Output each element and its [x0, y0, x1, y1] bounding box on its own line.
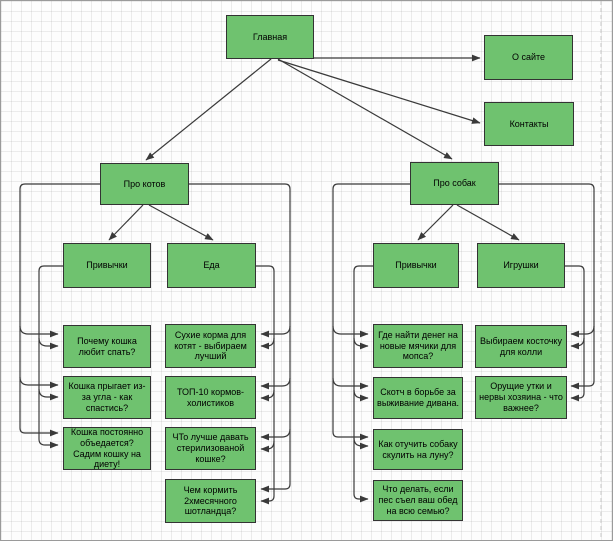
connector-eda-branch-1	[260, 337, 275, 350]
connector-koty-privychki-branch-1	[38, 337, 59, 350]
node-kot-post-2[interactable]: Кошка прыгает из-за угла - как спастись?	[63, 376, 151, 419]
node-kontakty[interactable]: Контакты	[484, 102, 574, 146]
connector-igrushki-trunk	[565, 265, 585, 402]
connector-kotov-branch-1	[19, 325, 59, 338]
node-pro-kotov[interactable]: Про котов	[100, 163, 189, 205]
node-label-sobaka-post-4: Что делать, если пес съел ваш обед на вс…	[378, 484, 458, 516]
node-label-koty-privychki: Привычки	[86, 260, 128, 271]
connector-sobaki-privychki-branch-3	[353, 437, 369, 450]
connector-sobak-branch-2	[332, 377, 369, 390]
connector-sobaki-privychki-branch-2	[353, 389, 369, 402]
connector-kotov-right-branch-1	[260, 325, 291, 338]
node-kot-post-3[interactable]: Кошка постоянно объедается? Садим кошку …	[63, 427, 151, 470]
connector-kotov-right-branch-3	[260, 428, 291, 441]
node-label-pro-kotov: Про котов	[123, 178, 166, 189]
node-sobaki-igrushki[interactable]: Игрушки	[477, 243, 565, 288]
connector-eda-branch-2	[260, 389, 275, 402]
connector-eda-trunk	[256, 265, 275, 505]
node-label-kot-post-2: Кошка прыгает из-за угла - как спастись?	[68, 381, 146, 413]
node-label-sobaka-post-1: Где найти денег на новые мячики для мопс…	[378, 329, 458, 362]
connector-eda-branch-3	[260, 440, 275, 453]
node-label-koty-eda: Еда	[203, 260, 220, 271]
node-label-eda-post-3: ЧТо лучше давать стерилизованой кошке?	[172, 432, 249, 464]
connector-koty-privychki-trunk	[38, 265, 63, 449]
node-eda-post-2[interactable]: ТОП-10 кормов-холистиков	[165, 376, 256, 419]
node-eda-post-1[interactable]: Сухие корма для котят - выбираем лучший	[165, 324, 256, 368]
connector-kotov-trunk-outer-right	[189, 183, 291, 493]
connector-koty-privychki-branch-2	[38, 388, 59, 401]
connector-sobak-branch-1	[332, 325, 369, 338]
node-label-sobaka-post-3: Как отучить собаку скулить на луну?	[378, 438, 458, 460]
node-eda-post-4[interactable]: Чем кормить 2хмесячного шотландца?	[165, 479, 256, 523]
node-sobaka-post-2[interactable]: Скотч в борьбе за выживание дивана.	[373, 377, 463, 419]
node-label-eda-post-2: ТОП-10 кормов-холистиков	[176, 386, 245, 408]
node-label-o-sajte: О сайте	[511, 52, 546, 63]
node-pro-sobak[interactable]: Про собак	[410, 162, 499, 205]
node-label-sobaki-igrushki: Игрушки	[503, 260, 539, 271]
node-koty-privychki[interactable]: Привычки	[63, 243, 151, 288]
node-sobaka-post-3[interactable]: Как отучить собаку скулить на луну?	[373, 429, 463, 470]
connector-kotov-right-branch-2	[260, 377, 291, 390]
node-label-igrushki-post-1: Выбираем косточку для колли	[480, 335, 562, 357]
connector-sobaki-privychki-branch-1	[353, 337, 369, 350]
connector-glavnaya-to-kontakty	[277, 59, 481, 124]
node-sobaka-post-1[interactable]: Где найти денег на новые мячики для мопс…	[373, 324, 463, 368]
node-label-sobaki-privychki: Привычки	[395, 260, 437, 271]
node-sobaki-privychki[interactable]: Привычки	[373, 243, 459, 288]
node-o-sajte[interactable]: О сайте	[484, 35, 573, 80]
connector-sobak-trunk-outer-right	[499, 183, 595, 390]
node-kot-post-1[interactable]: Почему кошка любит спать?	[63, 325, 151, 368]
connector-pro-sobak-to-igrushki	[456, 204, 520, 241]
node-label-kontakty: Контакты	[509, 118, 549, 129]
node-label-glavnaya: Главная	[252, 31, 288, 42]
node-label-kot-post-3: Кошка постоянно объедается? Садим кошку …	[70, 426, 144, 470]
node-igrushki-post-2[interactable]: Орущие утки и нервы хозяина - что важнее…	[475, 376, 567, 419]
node-koty-eda[interactable]: Еда	[167, 243, 256, 288]
connector-sobak-right-branch-1	[570, 325, 595, 338]
node-label-igrushki-post-2: Орущие утки и нервы хозяина - что важнее…	[479, 381, 563, 413]
node-label-eda-post-1: Сухие корма для котят - выбираем лучший	[174, 329, 247, 362]
connector-pro-sobak-to-privychki	[417, 204, 454, 241]
connector-sobak-trunk-outer-left	[332, 183, 410, 441]
connector-glavnaya-to-pro-kotov	[145, 58, 272, 161]
connector-pro-kotov-to-privychki	[108, 204, 144, 241]
node-label-kot-post-1: Почему кошка любит спать?	[77, 335, 137, 357]
node-label-pro-sobak: Про собак	[433, 178, 476, 189]
node-eda-post-3[interactable]: ЧТо лучше давать стерилизованой кошке?	[165, 427, 256, 470]
node-label-eda-post-4: Чем кормить 2хмесячного шотландца?	[183, 484, 238, 517]
connector-pro-kotov-to-eda	[148, 204, 214, 241]
node-glavnaya[interactable]: Главная	[226, 15, 314, 59]
connector-glavnaya-to-pro-sobak	[277, 58, 453, 160]
connector-kotov-trunk-outer-left	[19, 183, 100, 437]
node-igrushki-post-1[interactable]: Выбираем косточку для колли	[475, 325, 567, 368]
node-label-sobaka-post-2: Скотч в борьбе за выживание дивана.	[377, 387, 459, 408]
connector-igrushki-branch-1	[570, 337, 585, 350]
connector-sobaki-privychki-trunk	[353, 265, 373, 503]
node-sobaka-post-4[interactable]: Что делать, если пес съел ваш обед на вс…	[373, 480, 463, 521]
connector-kotov-branch-2	[19, 376, 59, 389]
